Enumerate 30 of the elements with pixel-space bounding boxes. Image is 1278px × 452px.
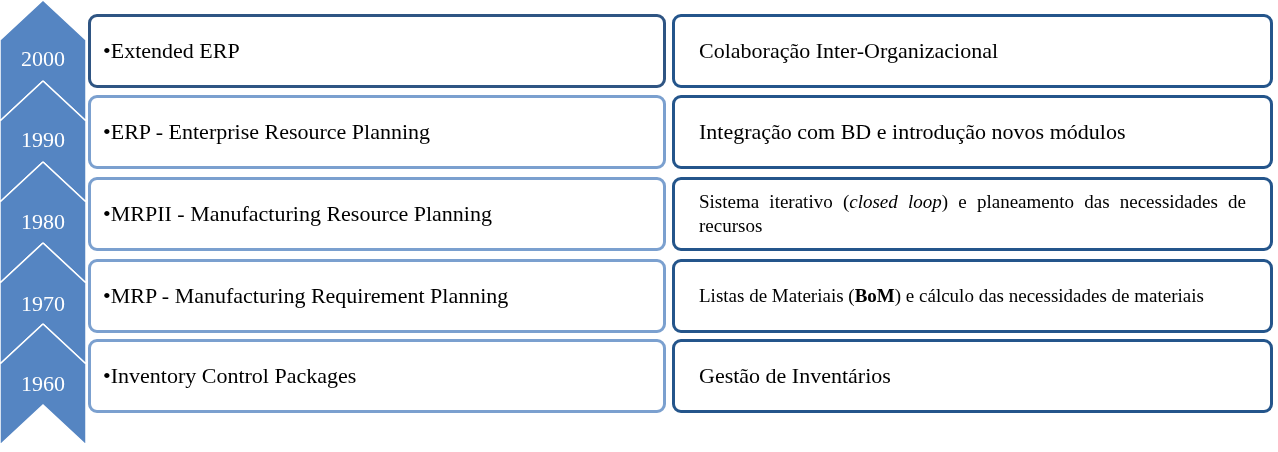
system-box bbox=[88, 339, 666, 413]
description-text: Integração com BD e introdução novos módulos bbox=[699, 119, 1127, 145]
year-label: 2000 bbox=[20, 46, 66, 72]
year-banner bbox=[0, 324, 86, 445]
description-text: Sistema iterativo (closed loop) e planeamento das necessidades de recursos bbox=[699, 190, 1246, 238]
system-name: •ERP - Enterprise Resource Planning bbox=[103, 119, 431, 145]
system-name: •MRPII - Manufacturing Resource Planning bbox=[103, 201, 492, 227]
year-banner bbox=[0, 243, 86, 364]
system-box bbox=[88, 259, 666, 333]
system-name: •MRP - Manufacturing Requirement Planning bbox=[103, 283, 509, 309]
year-banner bbox=[0, 81, 86, 202]
system-box bbox=[88, 177, 666, 251]
description-box bbox=[672, 177, 1273, 251]
description-box bbox=[672, 339, 1273, 413]
description-box bbox=[672, 14, 1273, 88]
description-text: Gestão de Inventários bbox=[699, 363, 892, 389]
description-box bbox=[672, 259, 1273, 333]
system-name: •Inventory Control Packages bbox=[103, 363, 357, 389]
description-text: Listas de Materiais (BoM) e cálculo das necessidades de materiais bbox=[699, 284, 1205, 308]
year-label: 1960 bbox=[20, 371, 66, 397]
system-box bbox=[88, 14, 666, 88]
year-label: 1980 bbox=[20, 209, 66, 235]
description-text: Colaboração Inter-Organizacional bbox=[699, 38, 1000, 64]
system-box bbox=[88, 95, 666, 169]
year-banner bbox=[0, 162, 86, 283]
year-label: 1990 bbox=[20, 127, 66, 153]
system-name: •Extended ERP bbox=[103, 38, 240, 64]
description-box bbox=[672, 95, 1273, 169]
year-label: 1970 bbox=[20, 291, 66, 317]
year-banner bbox=[0, 0, 86, 121]
